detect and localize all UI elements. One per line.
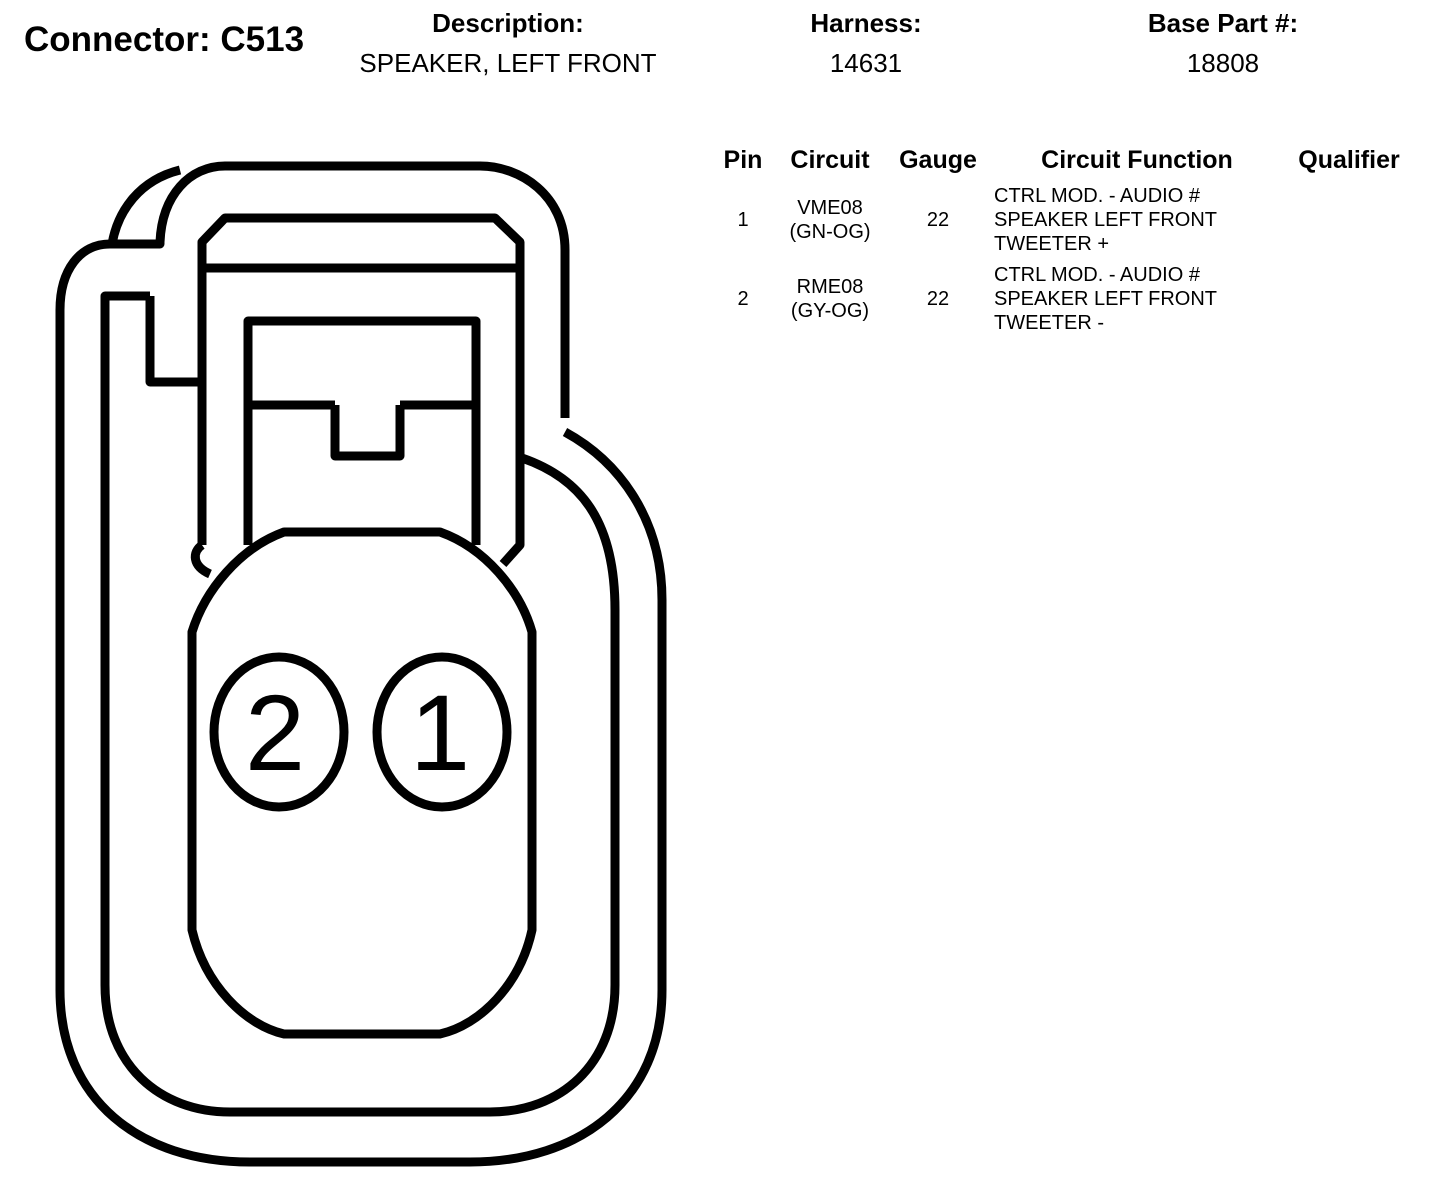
base-part-label: Base Part #: (1147, 8, 1299, 38)
harness-value: 14631 (829, 48, 903, 78)
col-header-circuit: Circuit (790, 145, 870, 174)
pin-label-1: 1 (410, 672, 470, 793)
circuit-cell: VME08 (GN-OG) (774, 180, 886, 259)
function-line: SPEAKER LEFT FRONT (994, 208, 1218, 231)
pin-table-header: Pin Circuit Gauge Circuit Function Quali… (712, 140, 1414, 180)
description-block: Description: SPEAKER, LEFT FRONT (359, 8, 656, 78)
table-row: 2 RME08 (GY-OG) 22 CTRL MOD. - AUDIO # S… (712, 259, 1414, 338)
wire-color: (GN-OG) (789, 220, 871, 243)
col-header-gauge: Gauge (899, 145, 977, 174)
wire-color: (GY-OG) (790, 299, 870, 322)
gauge-cell: 22 (926, 208, 950, 231)
circuit-function-cell: CTRL MOD. - AUDIO # SPEAKER LEFT FRONT T… (990, 180, 1284, 259)
description-value: SPEAKER, LEFT FRONT (359, 48, 657, 78)
pin-table: Pin Circuit Gauge Circuit Function Quali… (712, 140, 1414, 338)
table-row: 1 VME08 (GN-OG) 22 CTRL MOD. - AUDIO # S… (712, 180, 1414, 259)
inner-housing-outline (100, 291, 620, 1117)
latch-frame-outline (197, 213, 525, 568)
harness-label: Harness: (810, 8, 922, 38)
gauge-cell: 22 (926, 287, 950, 310)
function-line: TWEETER - (994, 311, 1104, 334)
function-line: SPEAKER LEFT FRONT (994, 287, 1218, 310)
connector-title: Connector: C513 (24, 20, 305, 59)
function-line: CTRL MOD. - AUDIO # (994, 263, 1200, 286)
inner-notch-outline (145, 296, 202, 387)
lock-window-outline (243, 316, 481, 545)
outer-housing-outline (55, 161, 667, 1167)
function-line: TWEETER + (994, 232, 1110, 255)
terminal-block-outline (187, 527, 537, 1039)
lock-window-tab (330, 405, 405, 461)
pin-cavity-1 (372, 652, 512, 812)
circuit-id: VME08 (797, 196, 863, 219)
col-header-circuit-function: Circuit Function (1041, 145, 1233, 174)
circuit-cell: RME08 (GY-OG) (774, 259, 886, 338)
circuit-id: RME08 (796, 275, 864, 298)
col-header-pin: Pin (723, 145, 763, 174)
col-header-qualifier: Qualifier (1298, 145, 1400, 174)
harness-block: Harness: 14631 (810, 8, 921, 78)
base-part-value: 18808 (1186, 48, 1260, 78)
pin-label-2: 2 (245, 672, 305, 793)
description-label: Description: (432, 8, 584, 38)
latch-tab-outline (107, 165, 182, 245)
base-part-block: Base Part #: 18808 (1148, 8, 1298, 78)
circuit-function-cell: CTRL MOD. - AUDIO # SPEAKER LEFT FRONT T… (990, 259, 1284, 338)
pin-number: 2 (737, 287, 749, 310)
latch-frame-hook (190, 541, 213, 579)
pin-cavity-2 (209, 652, 349, 812)
pin-number: 1 (737, 208, 749, 231)
function-line: CTRL MOD. - AUDIO # (994, 184, 1200, 207)
